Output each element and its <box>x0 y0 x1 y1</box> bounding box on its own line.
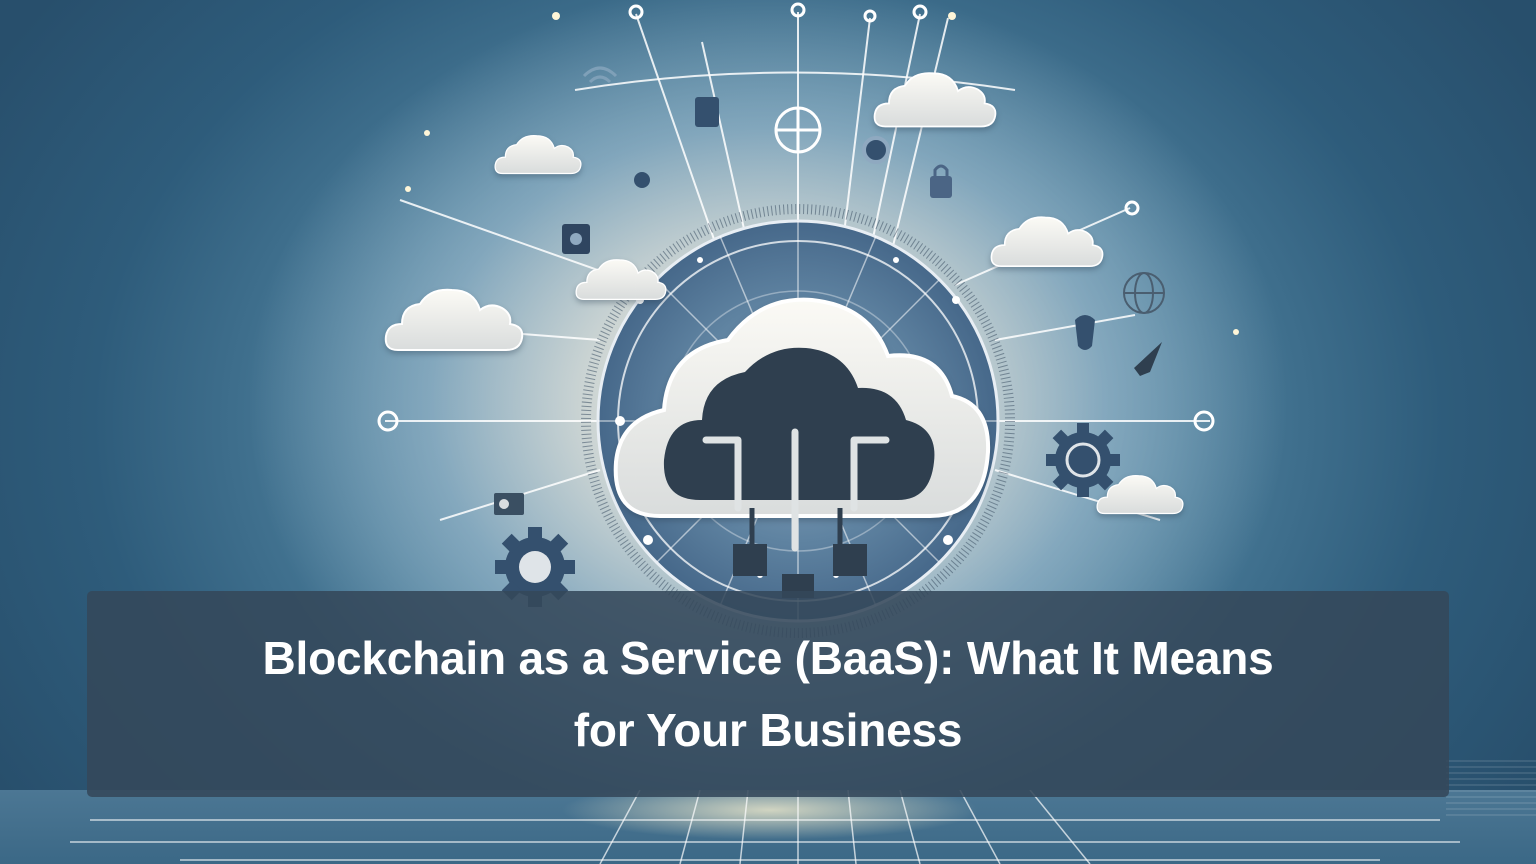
title-line-2: for Your Business <box>573 704 963 756</box>
title-line-1: Blockchain as a Service (BaaS): What It … <box>262 632 1274 684</box>
cloud-icon <box>990 216 1104 268</box>
shield-icon <box>1075 315 1095 350</box>
cloud-icon <box>384 288 524 351</box>
globe-icon <box>1123 272 1165 314</box>
gear-icon <box>1046 423 1120 497</box>
cube-icon <box>562 224 590 254</box>
floor-glow <box>560 790 980 840</box>
decorative-stripes <box>1446 760 1536 820</box>
wifi-icon <box>582 66 618 84</box>
glow-dots <box>405 12 1239 335</box>
connector-nodes <box>377 2 1215 432</box>
compass-icon <box>774 106 822 154</box>
cloud-icon <box>494 134 582 175</box>
lock-icon <box>930 164 952 198</box>
glowing-grid-floor <box>0 790 1536 864</box>
cloud-icon <box>873 72 997 128</box>
cloud-network-icon <box>613 297 991 598</box>
camera-icon <box>494 493 524 515</box>
grid-lines-icon <box>70 790 1460 864</box>
node-icon <box>634 97 890 188</box>
title-banner: Blockchain as a Service (BaaS): What It … <box>87 591 1449 797</box>
cloud-icon <box>575 259 667 301</box>
page-title: Blockchain as a Service (BaaS): What It … <box>262 622 1273 766</box>
rocket-icon <box>1134 342 1162 376</box>
